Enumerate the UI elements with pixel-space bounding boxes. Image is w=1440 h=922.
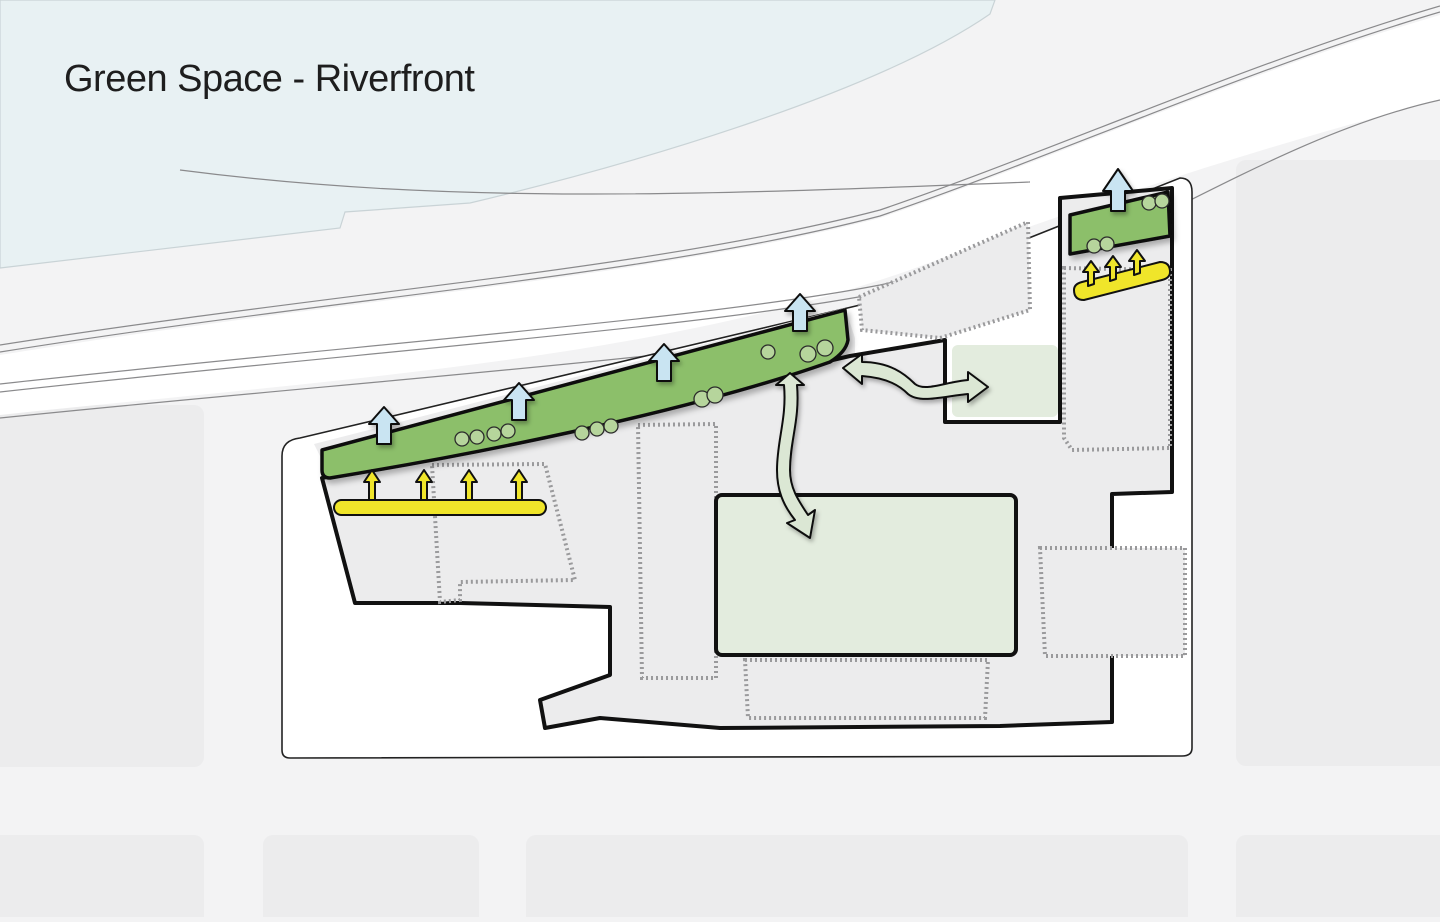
tree-icon [486, 426, 502, 442]
tree-icon [799, 345, 817, 363]
city-block [0, 405, 204, 767]
city-blocks [0, 160, 1440, 922]
double-arrow-icon [842, 353, 989, 403]
outward-arrows [368, 168, 1134, 445]
river [0, 0, 996, 269]
riverside-road [0, 15, 1440, 415]
arrow-up-icon [1104, 255, 1122, 282]
city-block [1236, 160, 1440, 766]
tree-icon [454, 431, 470, 447]
city-block [263, 835, 479, 922]
tree-icon [574, 425, 590, 441]
arrow-up-icon [368, 406, 400, 445]
tree-icon [816, 339, 834, 357]
double-arrow-icon [775, 372, 816, 539]
tree-icon [1154, 193, 1170, 209]
trees [454, 193, 1170, 447]
arrow-up-icon [363, 469, 381, 501]
arrow-up-icon [1128, 249, 1146, 276]
tree-icon [1099, 236, 1115, 252]
yellow-access-bar [1073, 261, 1171, 301]
arrow-up-icon [415, 469, 433, 501]
city-block [526, 835, 1188, 922]
tree-icon [500, 423, 516, 439]
dotted-building [742, 658, 991, 720]
arrow-up-icon [784, 293, 816, 332]
tree-icon [760, 344, 776, 360]
arrow-up-icon [1082, 260, 1100, 287]
arrow-up-icon [510, 469, 528, 501]
inward-access [333, 249, 1171, 516]
arrow-up-icon [460, 469, 478, 501]
tree-icon [589, 421, 605, 437]
diagram-title: Green Space - Riverfront [64, 58, 475, 100]
arrow-up-icon [1102, 168, 1134, 212]
tree-icon [469, 429, 485, 445]
dotted-building [1037, 546, 1187, 658]
city-block [0, 835, 204, 922]
yellow-access-bar [333, 499, 547, 516]
tree-icon [1086, 238, 1102, 254]
tree-icon [706, 386, 724, 404]
tree-icon [1141, 195, 1157, 211]
city-block [1236, 835, 1440, 922]
arrow-up-icon [503, 382, 535, 421]
arrow-up-icon [648, 343, 680, 382]
dotted-building [856, 218, 1033, 341]
dotted-building [635, 421, 718, 680]
dotted-building [1062, 265, 1172, 453]
east-courtyard [952, 345, 1058, 417]
tree-icon [603, 418, 619, 434]
connection-arrows [775, 353, 989, 539]
central-courtyard [714, 493, 1018, 657]
